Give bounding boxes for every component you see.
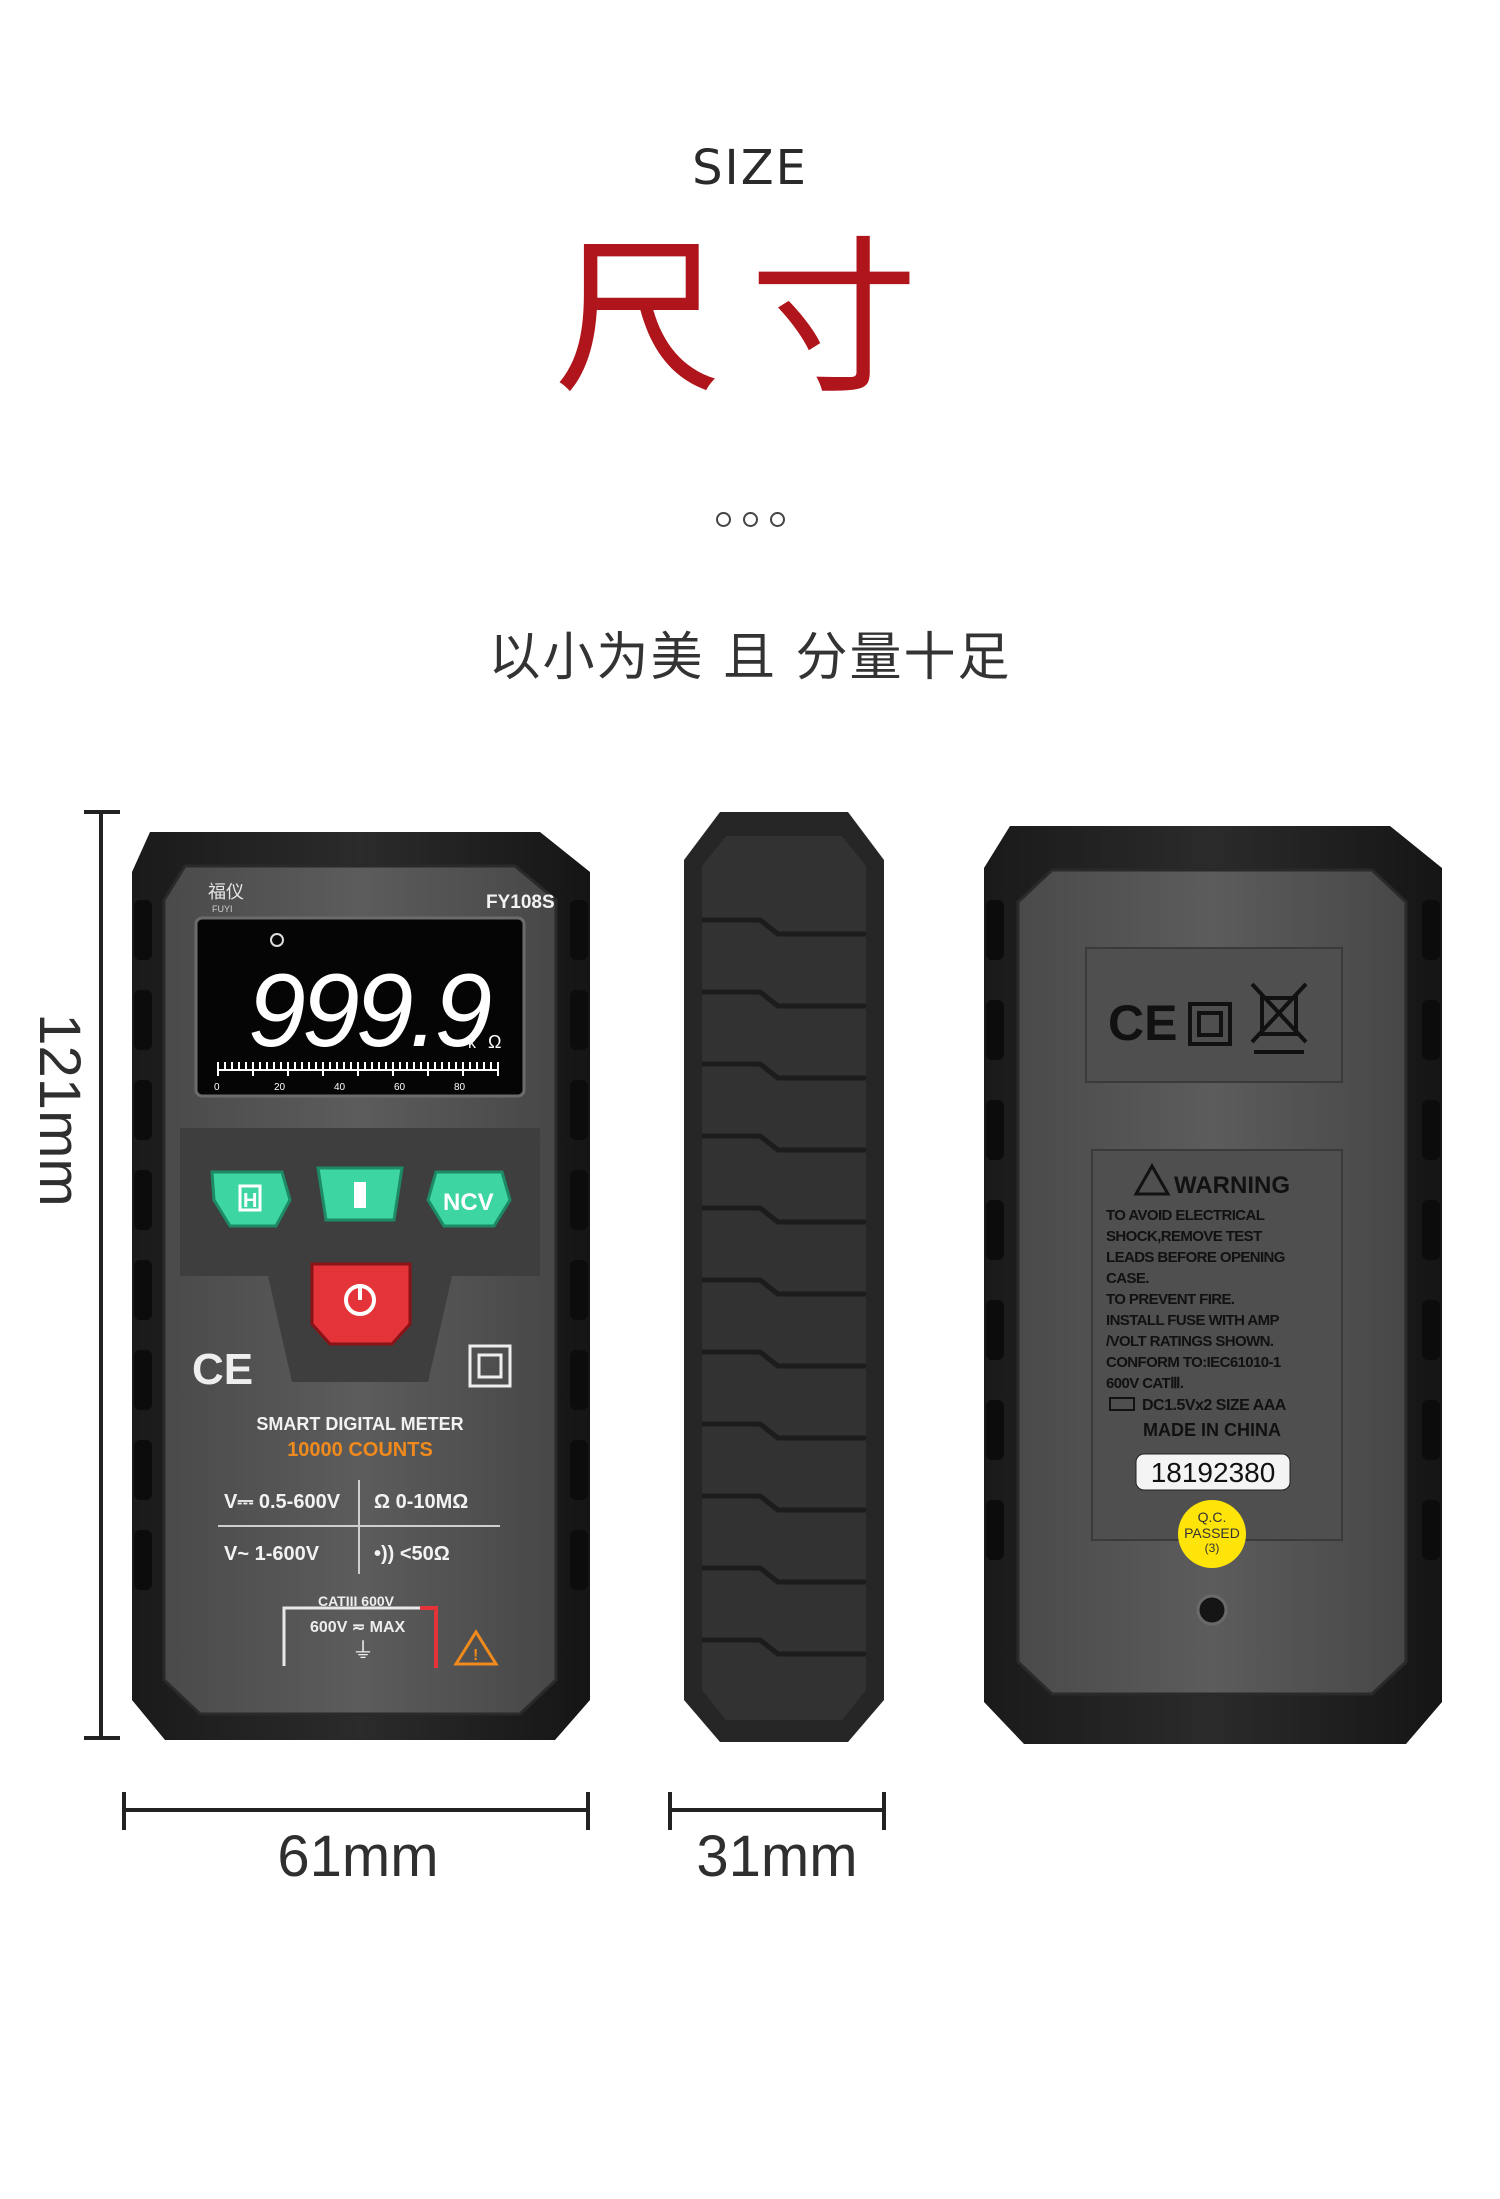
grip-ridge	[702, 1061, 866, 1081]
battery-spec: DC1.5Vx2 SIZE AAA	[1142, 1397, 1287, 1414]
grip-ridge	[702, 1349, 866, 1369]
spec-continuity: •)) <50Ω	[374, 1543, 450, 1565]
multimeter-front: 福仪 FUYI FY108S 999.9 k Ω 0 20 40 60 80 H NCV	[132, 832, 590, 1740]
power-button[interactable]	[310, 1262, 412, 1346]
depth-dimension-line	[668, 1792, 886, 1830]
counts-label: 10000 COUNTS	[287, 1439, 433, 1461]
svg-text:!: !	[473, 1647, 478, 1664]
decorative-dots	[0, 512, 1500, 531]
section-title-en: SIZE	[692, 140, 808, 196]
warning-line: INSTALL FUSE WITH AMP	[1106, 1312, 1280, 1329]
back-double-insulation-icon	[1188, 1002, 1232, 1046]
dot-icon	[769, 512, 785, 527]
hold-button-label: H	[243, 1190, 257, 1212]
spec-acv: V~ 1-600V	[224, 1543, 320, 1565]
warning-line: LEADS BEFORE OPENING	[1106, 1249, 1285, 1266]
ground-icon: ⏚	[352, 1638, 374, 1663]
lcd-display	[194, 916, 526, 1098]
warning-line: CASE.	[1106, 1270, 1149, 1287]
multimeter-back: CE WARNING TO AVOID ELECTRICAL SHOCK,REMO…	[984, 826, 1442, 1744]
spec-grid-lines	[218, 1480, 500, 1574]
brand-logo-text: 福仪	[208, 882, 244, 902]
height-label: 121mm	[27, 1013, 92, 1206]
power-status-icon	[270, 933, 284, 947]
svg-text:Q.C.: Q.C.	[1198, 1509, 1227, 1525]
made-in-label: MADE IN CHINA	[1143, 1420, 1281, 1440]
warning-line: 600V CATⅢ.	[1106, 1375, 1184, 1392]
multimeter-side	[684, 812, 884, 1742]
display-value: 999.9	[248, 953, 490, 1069]
grip-ridge	[702, 1277, 866, 1297]
spec-ohm: Ω 0-10MΩ	[374, 1491, 468, 1513]
product-dimensions-figure: 121mm 福仪 FUYI FY108S 999.9 k Ω 0 20 40 60 80	[27, 810, 1442, 1889]
grip-ridge	[702, 1205, 866, 1225]
scale-tick-label: 20	[274, 1082, 286, 1093]
warning-line: TO PREVENT FIRE.	[1106, 1291, 1235, 1308]
grip-ridge	[702, 917, 866, 937]
warning-line: SHOCK,REMOVE TEST	[1106, 1228, 1262, 1245]
input-jack-bracket	[282, 1606, 420, 1666]
scale-tick-label: 0	[214, 1082, 220, 1093]
grip-ridge	[702, 989, 866, 1009]
scale-tick-label: 80	[454, 1082, 466, 1093]
hold-button[interactable]: H	[210, 1170, 292, 1228]
warning-title: WARNING	[1174, 1172, 1290, 1199]
grip-ridge	[702, 1133, 866, 1153]
grip-ridge	[702, 1493, 866, 1513]
grip-ridge	[702, 1637, 866, 1657]
section-subtitle: 以小为美 且 分量十足	[488, 628, 1012, 688]
warning-text-block: TO AVOID ELECTRICAL SHOCK,REMOVE TEST LEAD…	[1106, 1207, 1285, 1392]
depth-label: 31mm	[696, 1824, 857, 1889]
width-dimension-line	[122, 1792, 590, 1830]
warning-line: CONFORM TO:IEC61010-1	[1106, 1354, 1281, 1371]
battery-icon	[1109, 1397, 1135, 1411]
scale-tick-label: 60	[394, 1082, 406, 1093]
double-insulation-icon	[468, 1344, 512, 1388]
warning-line: TO AVOID ELECTRICAL	[1106, 1207, 1265, 1224]
scale-tick-label: 40	[334, 1082, 346, 1093]
ncv-button[interactable]: NCV	[426, 1170, 512, 1228]
grip-ridge	[702, 1565, 866, 1585]
ce-mark: CE	[192, 1345, 253, 1394]
input-jack-red	[420, 1606, 438, 1668]
dot-icon	[742, 512, 758, 527]
display-unit-k: k	[468, 1035, 477, 1052]
brand-sub: FUYI	[212, 904, 233, 914]
svg-text:(3): (3)	[1205, 1541, 1220, 1555]
ncv-button-label: NCV	[443, 1189, 494, 1216]
back-ce-mark: CE	[1108, 995, 1177, 1051]
serial-number: 18192380	[1151, 1457, 1276, 1488]
height-dimension-line	[84, 810, 120, 1740]
model-number: FY108S	[486, 892, 555, 913]
battery-cover-screw	[1196, 1594, 1228, 1626]
qc-passed-sticker: Q.C. PASSED (3)	[1178, 1500, 1246, 1568]
warning-triangle-icon	[453, 1629, 499, 1666]
display-unit-ohm: Ω	[488, 1032, 501, 1052]
warning-line: /VOLT RATINGS SHOWN.	[1106, 1333, 1274, 1350]
svg-text:PASSED: PASSED	[1184, 1525, 1240, 1541]
section-title-cn: 尺寸	[554, 221, 946, 417]
scale-ticks: 0 20 40 60 80	[214, 1062, 499, 1093]
cat-rating: CATIII 600V	[318, 1593, 395, 1609]
weee-bin-icon	[1250, 982, 1308, 1054]
width-label: 61mm	[277, 1824, 438, 1889]
dot-icon	[715, 512, 731, 527]
grip-ridge	[702, 1421, 866, 1441]
flashlight-button[interactable]	[316, 1166, 404, 1222]
max-rating: 600V ≂ MAX	[310, 1619, 406, 1636]
spec-dcv: V⎓ 0.5-600V	[224, 1491, 341, 1513]
product-name: SMART DIGITAL METER	[256, 1414, 463, 1434]
warning-icon	[1133, 1162, 1171, 1196]
flashlight-icon	[354, 1182, 366, 1208]
